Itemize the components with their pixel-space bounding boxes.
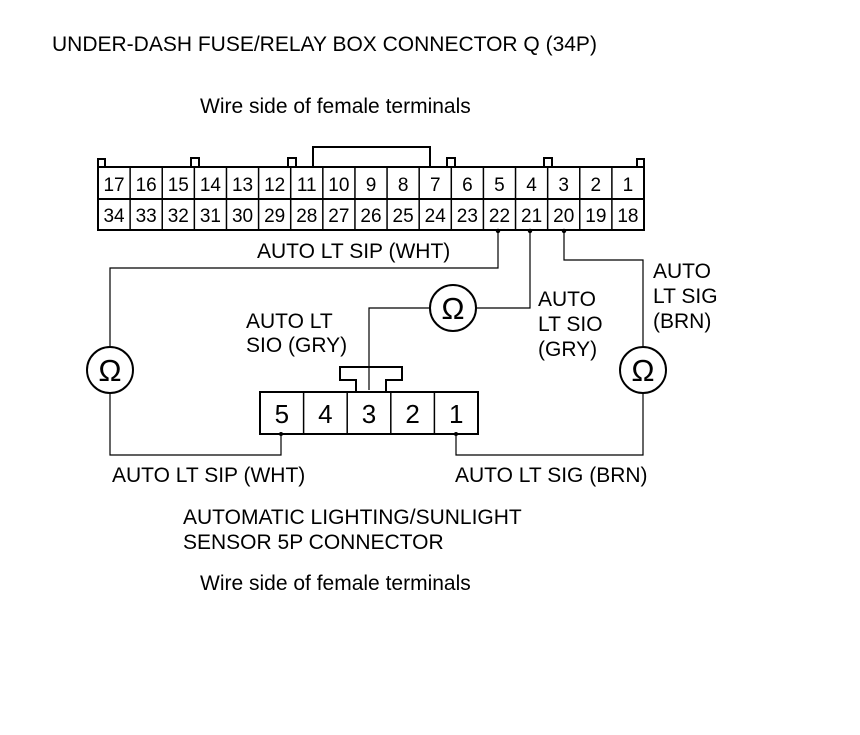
pin-s-5: 5: [275, 399, 289, 429]
ohmmeter-icon: Ω: [429, 284, 477, 332]
wire-label-sip-top: AUTO LT SIP (WHT): [257, 240, 451, 263]
wire-label-sig-right-line1: AUTO: [653, 260, 711, 283]
pin-q-1: 1: [623, 175, 634, 196]
connector-q-row-bottom: 34 33 32 31 30 29 28 27 26 25 24 23 22 2…: [103, 206, 638, 227]
pin-q-7: 7: [430, 175, 441, 196]
connector-q-view-note: Wire side of female terminals: [200, 95, 471, 118]
wire-label-sio-left-line1: AUTO LT: [246, 310, 333, 333]
pin-q-8: 8: [398, 175, 409, 196]
pin-q-18: 18: [617, 206, 638, 227]
wire-label-sip-bottom: AUTO LT SIP (WHT): [112, 464, 306, 487]
pin-s-1: 1: [449, 399, 463, 429]
pin-s-4: 4: [318, 399, 332, 429]
connector-q-latch: [312, 146, 431, 167]
pin-q-28: 28: [296, 206, 317, 227]
pin-s-3: 3: [362, 399, 376, 429]
sensor-connector-title-line1: AUTOMATIC LIGHTING/SUNLIGHT: [183, 506, 522, 529]
pin-q-31: 31: [200, 206, 221, 227]
pin-q-15: 15: [168, 175, 189, 196]
diagram-title: UNDER-DASH FUSE/RELAY BOX CONNECTOR Q (3…: [52, 33, 597, 56]
pin-q-29: 29: [264, 206, 285, 227]
wire-sig-lower: [455, 393, 644, 456]
pin-q-12: 12: [264, 175, 285, 196]
pin-q-33: 33: [136, 206, 157, 227]
pin-s-2: 2: [405, 399, 419, 429]
svg-text:Ω: Ω: [631, 353, 654, 388]
pin-q-9: 9: [366, 175, 377, 196]
pin-q-30: 30: [232, 206, 253, 227]
pin-q-34: 34: [103, 206, 125, 227]
wire-label-sio-right-line2: LT SIO: [538, 313, 603, 336]
pin-q-20: 20: [553, 206, 574, 227]
pin-q-17: 17: [103, 175, 124, 196]
wire-label-sio-right-line1: AUTO: [538, 288, 596, 311]
pin-q-26: 26: [360, 206, 381, 227]
svg-text:Ω: Ω: [441, 291, 464, 326]
wire-label-sig-right-line3: (BRN): [653, 310, 712, 333]
sensor-connector-pins: 5 4 3 2 1: [275, 399, 464, 429]
pin-q-10: 10: [328, 175, 349, 196]
pin-q-14: 14: [200, 175, 222, 196]
ohmmeter-icon: Ω: [619, 346, 667, 394]
sensor-connector-latch: [339, 366, 403, 392]
sensor-connector-body: [259, 391, 479, 435]
wire-label-sig-right-line2: LT SIG: [653, 285, 718, 308]
pin-q-5: 5: [494, 175, 505, 196]
wire-sig: [563, 231, 644, 347]
pin-q-2: 2: [591, 175, 602, 196]
wire-sio: [476, 231, 531, 309]
ohmmeter-icon: Ω: [86, 346, 134, 394]
sensor-connector-view-note: Wire side of female terminals: [200, 572, 471, 595]
wire-label-sio-right-line3: (GRY): [538, 338, 598, 361]
pin-q-4: 4: [526, 175, 537, 196]
pin-q-16: 16: [136, 175, 157, 196]
pin-q-6: 6: [462, 175, 473, 196]
wire-sip-lower: [109, 393, 282, 456]
sensor-connector-title-line2: SENSOR 5P CONNECTOR: [183, 531, 444, 554]
pin-q-13: 13: [232, 175, 253, 196]
pin-q-25: 25: [393, 206, 414, 227]
pin-q-11: 11: [297, 175, 317, 196]
pin-q-24: 24: [425, 206, 447, 227]
pin-q-23: 23: [457, 206, 478, 227]
wire-label-sio-left-line2: SIO (GRY): [246, 334, 348, 357]
wire-sio-lower: [368, 307, 431, 390]
pin-q-22: 22: [489, 206, 510, 227]
connector-q-row-top: 17 16 15 14 13 12 11 10 9 8 7 6 5 4 3 2 …: [103, 175, 633, 196]
svg-text:Ω: Ω: [98, 353, 121, 388]
pin-q-21: 21: [521, 206, 542, 227]
wire-label-sig-bottom: AUTO LT SIG (BRN): [455, 464, 648, 487]
wire-sip: [109, 231, 499, 347]
pin-q-19: 19: [585, 206, 606, 227]
pin-q-32: 32: [168, 206, 189, 227]
pin-q-3: 3: [558, 175, 569, 196]
pin-q-27: 27: [328, 206, 349, 227]
